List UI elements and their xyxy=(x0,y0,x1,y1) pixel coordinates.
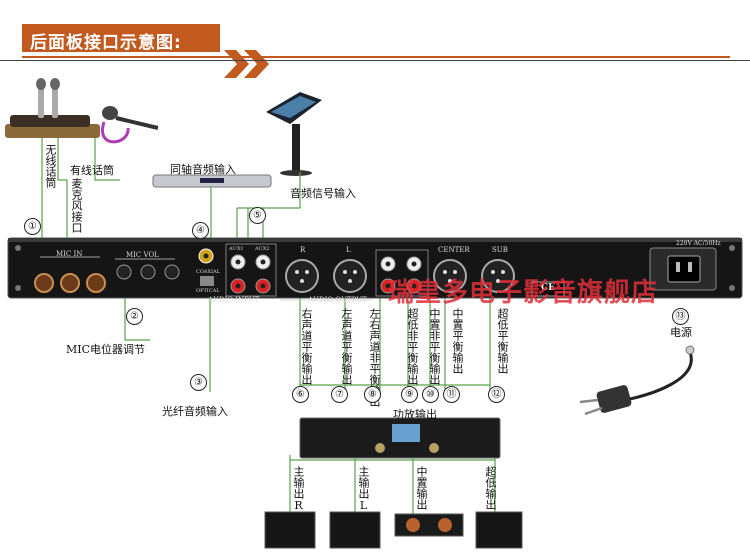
number-13: ⑬ xyxy=(672,308,689,325)
label-speaker-center: 中置输出 xyxy=(415,466,428,510)
number-11: ⑪ xyxy=(443,386,460,403)
header-chevrons xyxy=(224,50,269,78)
wires xyxy=(41,138,491,392)
label-sub-balanced: 超低平衡输出 xyxy=(496,308,509,374)
mic-jacks xyxy=(34,273,106,293)
number-6: ⑥ xyxy=(292,386,309,403)
number-5: ⑤ xyxy=(249,207,266,224)
label-right-balanced: 右声道平衡输出 xyxy=(300,308,313,385)
number-9: ⑨ xyxy=(401,386,418,403)
panel-ch-l: L xyxy=(346,246,351,254)
mic-vol-knobs xyxy=(116,264,180,280)
panel-aux2: AUX2 xyxy=(255,246,270,252)
label-power: 电源 xyxy=(670,326,692,339)
speaker-sub-icon xyxy=(475,511,523,549)
panel-power-rating: 220V AC/50Hz xyxy=(676,240,721,247)
coaxial-jack xyxy=(198,248,214,264)
speaker-main-l-icon xyxy=(329,511,381,549)
label-speaker-main-l: 主输出L xyxy=(357,466,370,512)
panel-mic-in: MIC IN xyxy=(56,250,83,258)
panel-aux1: AUX1 xyxy=(229,246,244,252)
xlr-outputs xyxy=(285,259,515,293)
label-mic-jack: 麦克风接口 xyxy=(70,178,83,233)
panel-audio-output: AUDIO OUTPUT xyxy=(308,296,367,304)
optical-jack xyxy=(200,276,214,286)
label-coaxial-input: 同轴音频输入 xyxy=(170,163,236,176)
ce-badge xyxy=(531,281,565,297)
amplifier-icon xyxy=(299,417,501,459)
label-left-balanced: 左声道平衡输出 xyxy=(340,308,353,385)
touch-screen-icon xyxy=(266,92,322,176)
label-speaker-sub: 超低输出 xyxy=(484,466,497,510)
page-title: 后面板接口示意图: xyxy=(30,33,182,53)
header-bar xyxy=(22,24,220,52)
panel-optical: OPTICAL xyxy=(196,288,220,294)
number-7: ⑦ xyxy=(331,386,348,403)
coaxial-player-icon xyxy=(152,174,272,188)
label-sub-unbalanced: 超低非平衡输出 xyxy=(406,308,419,385)
panel-audio-input: AUDIO INPUT xyxy=(208,296,260,304)
number-2: ② xyxy=(126,308,143,325)
aux-rca-jacks xyxy=(225,243,277,297)
header-underline xyxy=(22,56,730,58)
speaker-wires xyxy=(289,455,496,515)
panel-coaxial: COAXIAL xyxy=(196,269,221,275)
number-10: ⑩ xyxy=(422,386,439,403)
label-amp-output: 功放输出 xyxy=(393,408,437,421)
diagram-frame xyxy=(0,60,750,552)
speaker-center-icon xyxy=(394,513,464,537)
label-center-balanced: 中置平衡输出 xyxy=(451,308,464,374)
unbalanced-rca-outputs xyxy=(375,249,429,297)
panel-ch-r: R xyxy=(300,246,306,254)
number-1: ① xyxy=(24,218,41,235)
number-3: ③ xyxy=(190,374,207,391)
label-mic-pot: MIC电位器调节 xyxy=(66,343,146,356)
label-lr-unbalanced: 左右声道非平衡输出 xyxy=(368,308,381,407)
wireless-mic-icon xyxy=(5,78,100,138)
power-plug-icon xyxy=(579,345,695,416)
number-8: ⑧ xyxy=(364,386,381,403)
panel-mic-vol: MIC VOL xyxy=(126,251,159,259)
watermark: 瑞皇多电子影音旗舰店 xyxy=(388,278,659,308)
number-4: ④ xyxy=(192,222,209,239)
number-12: ⑫ xyxy=(488,386,505,403)
label-wired-mic: 有线话筒 xyxy=(70,164,114,177)
wired-mic-icon xyxy=(101,106,159,144)
panel-center: CENTER xyxy=(438,246,470,254)
speaker-main-r-icon xyxy=(264,511,316,549)
panel-ce: CE xyxy=(541,283,556,293)
label-speaker-main-r: 主输出R xyxy=(292,466,305,512)
label-audio-signal-input: 音频信号输入 xyxy=(290,187,356,200)
panel-sub: SUB xyxy=(492,246,508,254)
label-optical-input: 光纤音频输入 xyxy=(162,405,228,418)
label-center-unbalanced: 中置非平衡输出 xyxy=(428,308,441,385)
label-wireless-mic: 无线话筒 xyxy=(44,144,57,188)
power-socket xyxy=(649,247,717,291)
